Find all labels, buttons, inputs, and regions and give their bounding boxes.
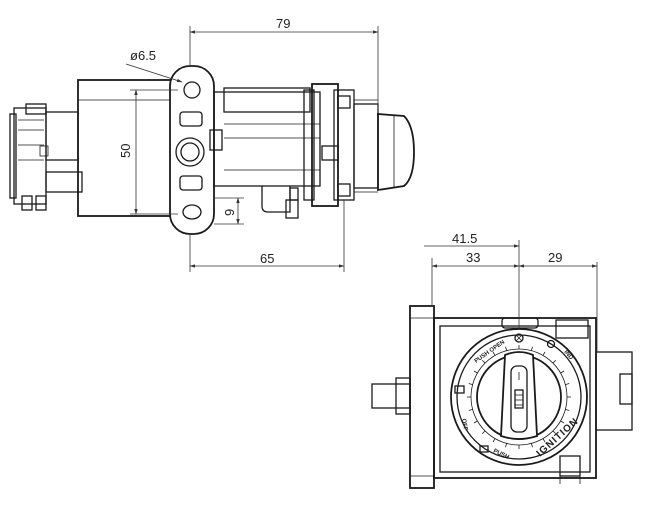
mounting-flange (169, 65, 215, 235)
dial-tick (542, 438, 546, 443)
label-off: OFF (460, 418, 468, 431)
dial-tick (505, 346, 507, 351)
dial-tick (552, 359, 557, 364)
front-plate (409, 305, 435, 489)
dial-tick (565, 383, 570, 385)
side-dimensions: 79 ø6.5 50 9 65 (118, 16, 379, 272)
front-dimensions: 41.5 33 29 (424, 231, 598, 352)
dial-tick (565, 409, 570, 411)
mount-slot-bottom (182, 204, 202, 220)
center-boss (175, 137, 205, 167)
dial-tick (481, 430, 486, 435)
dial-tick (468, 409, 473, 411)
dim-65: 65 (260, 251, 274, 266)
off-indicator-icon (546, 339, 556, 349)
start-icon (479, 445, 489, 453)
side-knob (377, 113, 415, 192)
dim-9: 9 (222, 209, 237, 216)
dial-tick (473, 370, 478, 374)
ignition-dial: PUSH OPEN PUSH OFF IND IGNITION (450, 328, 588, 466)
dial-tick (552, 430, 557, 435)
dial-tick (560, 370, 565, 374)
dial-tick (531, 443, 533, 448)
front-view: PUSH OPEN PUSH OFF IND IGNITION (371, 305, 633, 489)
dim-41-5: 41.5 (452, 231, 477, 246)
battery-icon (454, 385, 465, 394)
dial-tick (560, 420, 565, 424)
label-ind: IND (562, 349, 574, 361)
dim-hole-diameter: ø6.5 (130, 48, 156, 63)
side-connector (9, 103, 83, 211)
dial-knob (500, 351, 538, 440)
front-shaft (371, 383, 411, 409)
dim-50: 50 (118, 144, 133, 158)
dial-tick (492, 351, 496, 356)
dial-tick (468, 383, 473, 385)
dim-29: 29 (548, 250, 562, 265)
side-view (9, 65, 415, 235)
dial-tick (542, 351, 546, 356)
dial-tick (492, 438, 496, 443)
mount-hole-top (183, 81, 201, 99)
dial-tick (531, 346, 533, 351)
dial-ticks (467, 345, 571, 449)
dial-tick (481, 359, 486, 364)
dial-tick (505, 443, 507, 448)
dim-33: 33 (466, 250, 480, 265)
side-ring (303, 83, 379, 207)
dial-tick (473, 420, 478, 424)
dim-79: 79 (276, 16, 290, 31)
light-icon (514, 333, 524, 343)
